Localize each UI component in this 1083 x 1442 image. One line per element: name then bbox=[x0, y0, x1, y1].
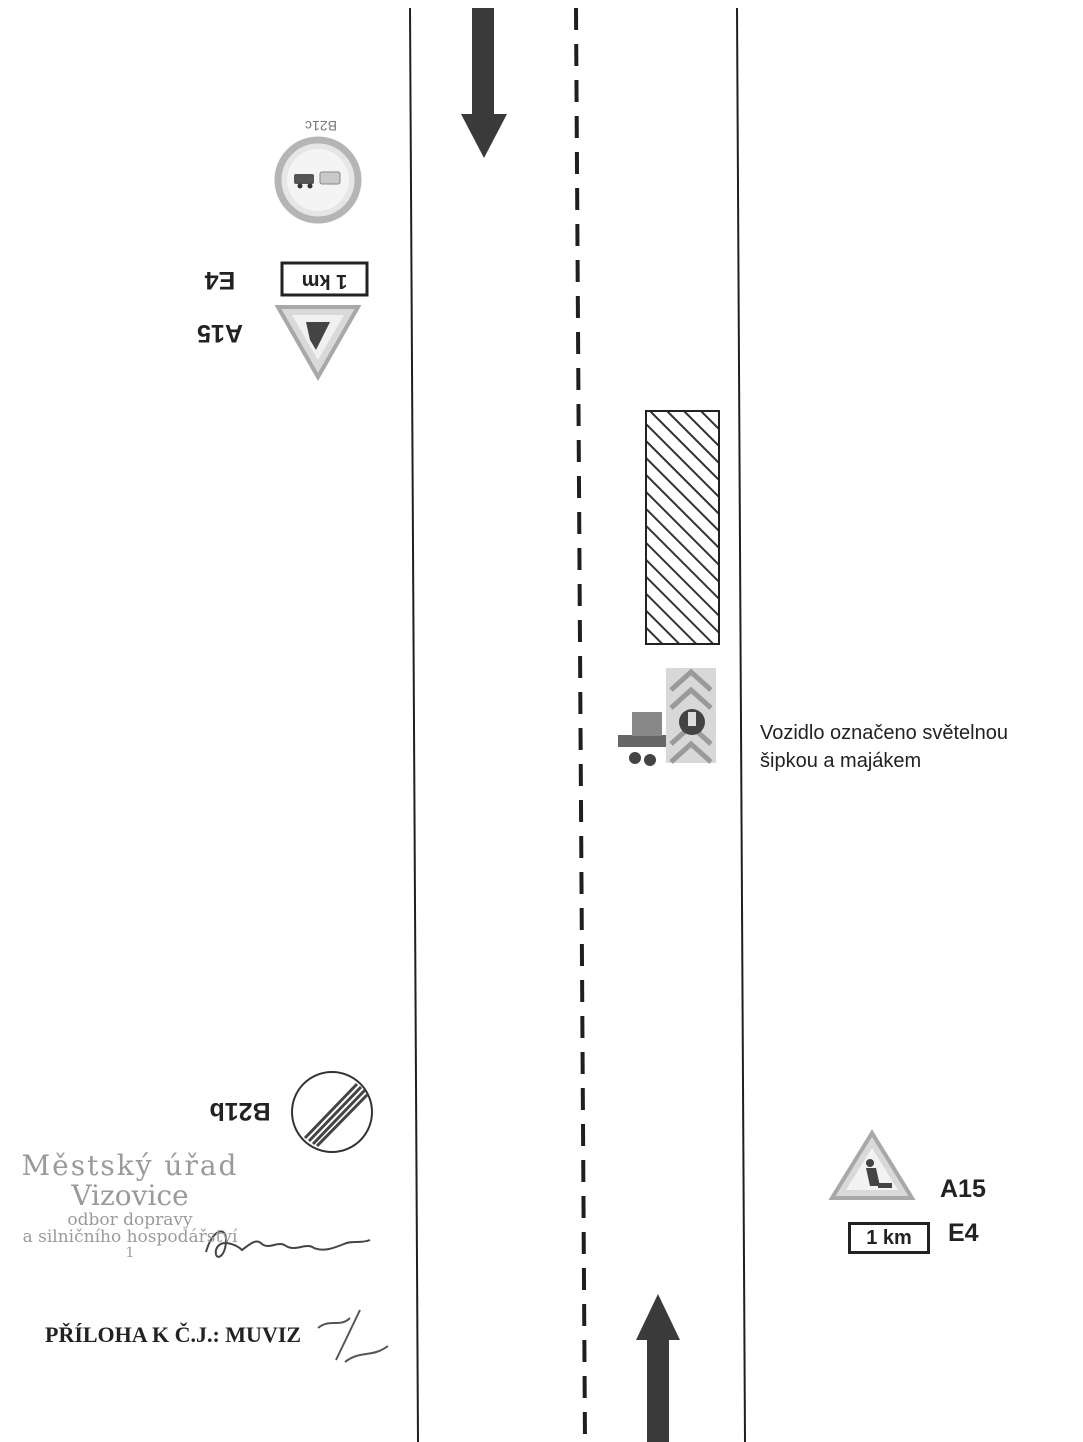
office-stamp: Městský úřad Vizovice odbor dopravy a si… bbox=[0, 1149, 260, 1261]
handwritten-ref-mark bbox=[317, 1309, 389, 1363]
e4-bottom-label: E4 bbox=[948, 1219, 979, 1247]
vehicle-note-line2: šipkou a majákem bbox=[760, 750, 922, 772]
a15-top-label: A15 bbox=[197, 319, 243, 347]
arrow-down-icon bbox=[461, 8, 507, 158]
a15-sign-icon-top bbox=[274, 305, 362, 382]
work-zone bbox=[645, 410, 720, 645]
a15-bottom-label: A15 bbox=[940, 1175, 986, 1203]
e4-top-text: 1 km bbox=[301, 270, 348, 292]
stamp-line3: odbor dopravy bbox=[67, 1210, 193, 1230]
vehicle-note-line1: Vozidlo označeno světelnou bbox=[760, 722, 1008, 744]
e4-top-label: E4 bbox=[204, 266, 236, 294]
e4-bottom-text: 1 km bbox=[848, 1222, 930, 1254]
b21b-label: B21b bbox=[209, 1097, 271, 1125]
stamp-line4: a silničního hospodářství bbox=[22, 1227, 238, 1247]
arrow-up-icon bbox=[636, 1294, 680, 1442]
b21c-label: B21c bbox=[305, 118, 337, 134]
stamp-line5: 1 bbox=[125, 1245, 135, 1261]
attachment-label: PŘÍLOHA K Č.J.: MUVIZ bbox=[45, 1322, 302, 1347]
vehicle-arrow-board-icon bbox=[618, 668, 716, 766]
stamp-line1: Městský úřad bbox=[21, 1149, 239, 1182]
signature bbox=[205, 1230, 371, 1258]
stamp-line2: Vizovice bbox=[71, 1179, 189, 1212]
road-edge-right bbox=[736, 7, 746, 1442]
vehicle-note: Vozidlo označeno světelnou šipkou a majá… bbox=[760, 719, 1008, 775]
e4-sign-icon-top bbox=[280, 261, 369, 297]
road-edge-left bbox=[409, 7, 419, 1442]
a15-sign-icon-bottom bbox=[828, 1129, 916, 1200]
center-dashed-line bbox=[574, 7, 587, 1442]
b21c-sign-icon bbox=[274, 136, 362, 224]
b21b-sign-icon bbox=[291, 1071, 373, 1153]
